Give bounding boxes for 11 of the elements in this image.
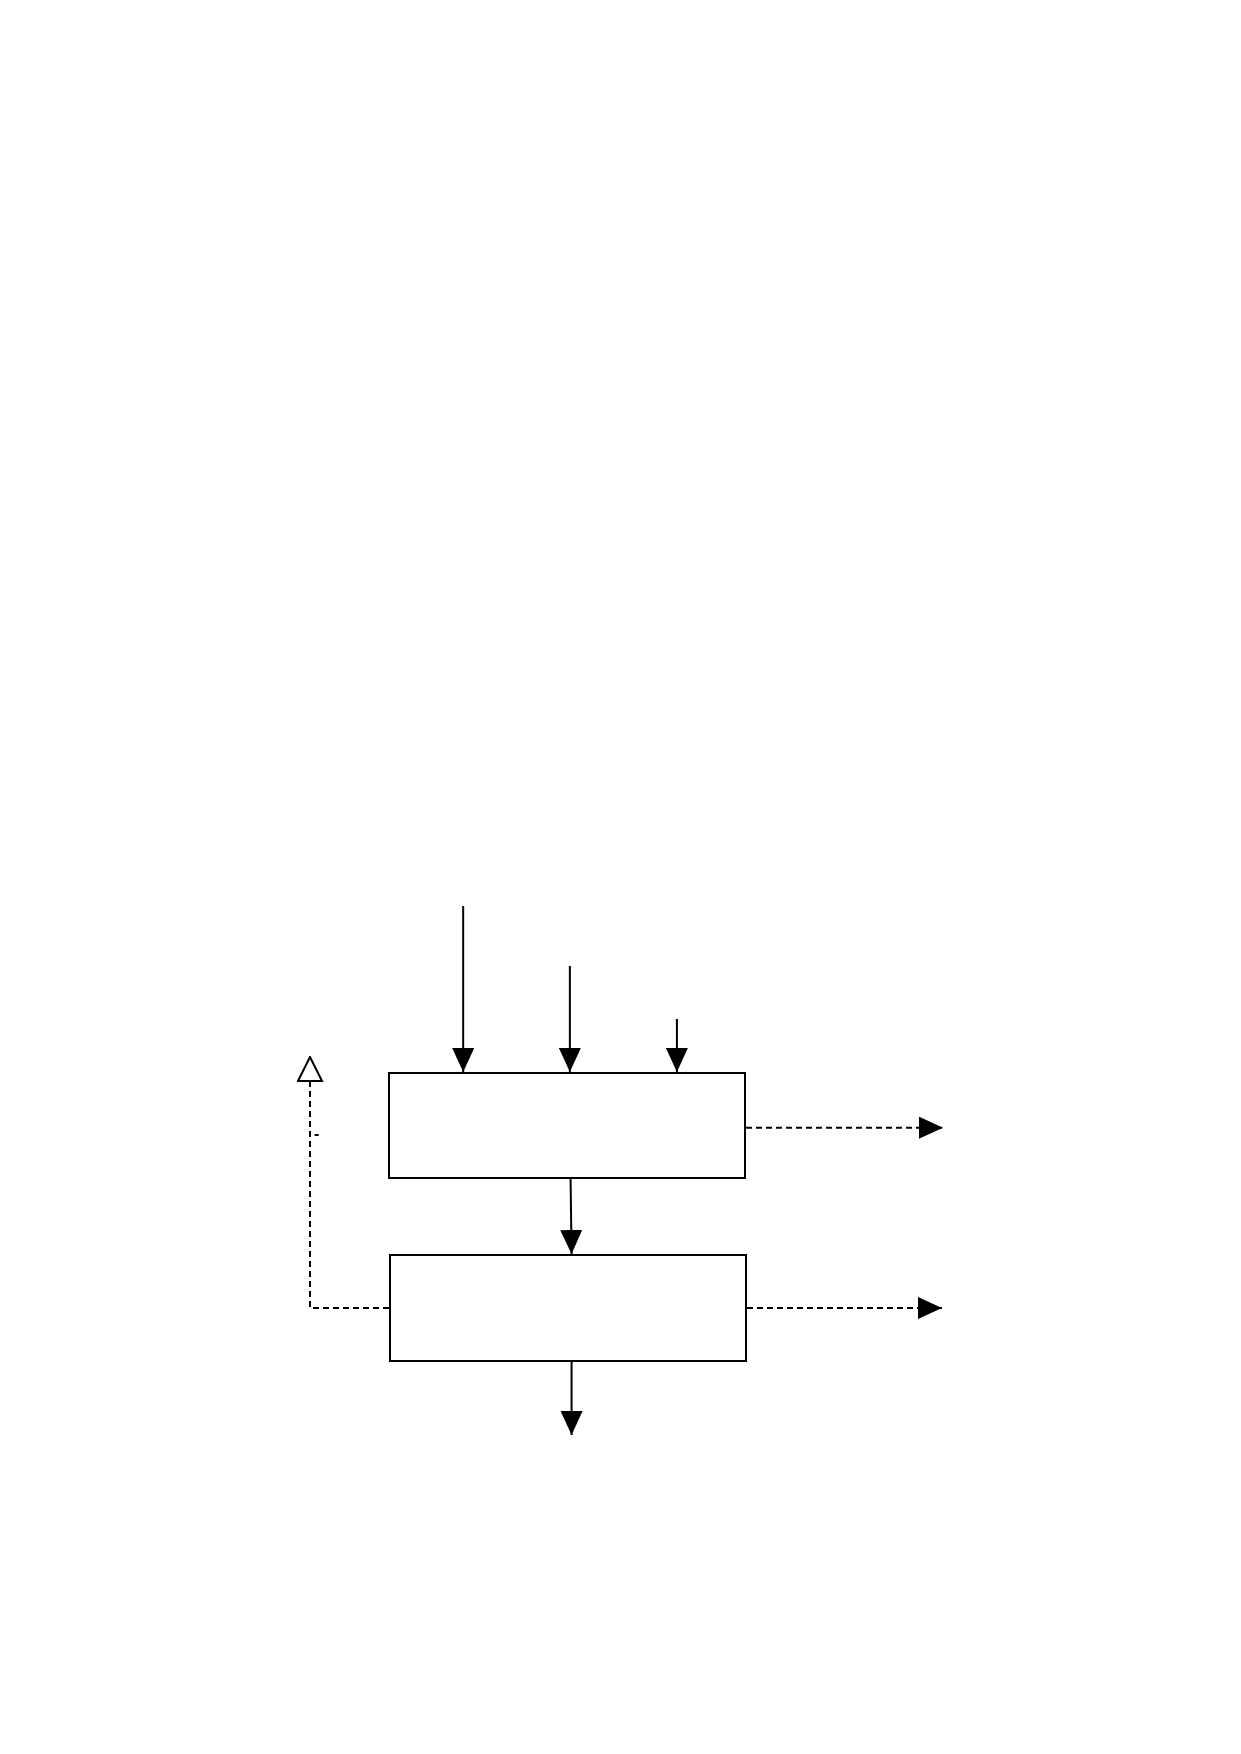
arrow	[560, 1178, 583, 1255]
edge-label: -	[314, 1126, 320, 1142]
arrow	[297, 1056, 390, 1309]
arrow	[746, 1297, 943, 1319]
arrow	[560, 1361, 583, 1436]
process-box	[388, 1072, 746, 1179]
arrow	[665, 1018, 688, 1073]
arrow	[558, 965, 581, 1073]
arrow	[745, 1116, 944, 1139]
arrow	[452, 905, 475, 1073]
process-box	[389, 1254, 747, 1362]
